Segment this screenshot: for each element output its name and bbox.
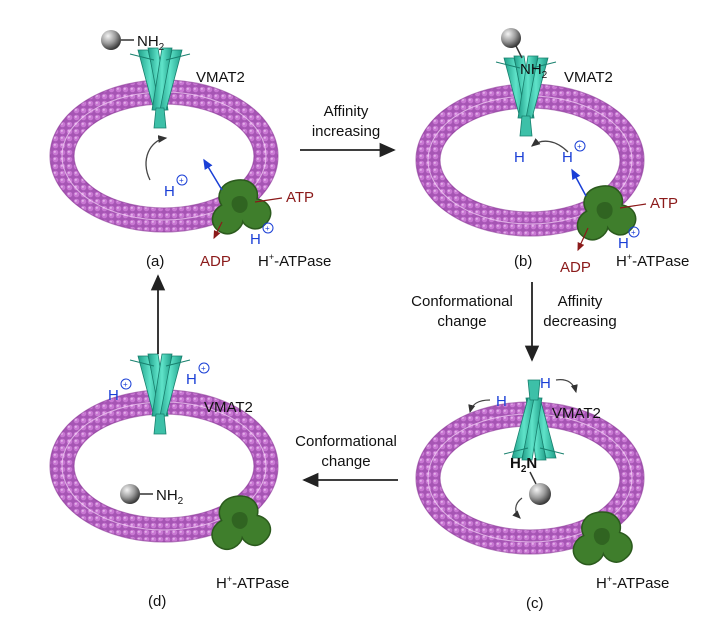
- svg-text:H: H: [618, 235, 629, 252]
- svg-text:H+-ATPase: H+-ATPase: [258, 252, 331, 270]
- arrow-c-to-d: Conformational change: [295, 433, 398, 488]
- panel-a: NH2 VMAT2 H + H + ATP ADP H+-ATPase (a): [50, 30, 331, 270]
- svg-text:ADP: ADP: [560, 259, 591, 276]
- ligand-sphere-icon-a: [101, 30, 121, 50]
- panel-label-d: (d): [148, 593, 166, 610]
- svg-text:+: +: [577, 142, 582, 151]
- svg-text:H: H: [186, 371, 197, 388]
- svg-text:change: change: [321, 453, 370, 470]
- svg-text:NH2: NH2: [137, 33, 165, 53]
- svg-text:ATP: ATP: [650, 195, 678, 212]
- panel-b: NH2 VMAT2 H H + ATP H + ADP H+-ATPase (b…: [416, 28, 689, 276]
- svg-text:H2N: H2N: [510, 455, 537, 475]
- svg-text:H: H: [108, 387, 119, 404]
- svg-text:H+-ATPase: H+-ATPase: [216, 574, 289, 592]
- vmat2-label-b: VMAT2: [564, 69, 613, 86]
- svg-text:increasing: increasing: [312, 123, 380, 140]
- vmat2-label-a: VMAT2: [196, 69, 245, 86]
- svg-text:H: H: [540, 375, 551, 392]
- svg-text:+: +: [123, 380, 128, 389]
- svg-text:decreasing: decreasing: [543, 313, 616, 330]
- vmat2-label-c: VMAT2: [552, 405, 601, 422]
- arrow-b-to-c: Conformational change Affinity decreasin…: [411, 282, 617, 362]
- svg-text:Affinity: Affinity: [558, 293, 603, 310]
- svg-text:Conformational: Conformational: [411, 293, 513, 310]
- arrow-a-to-b: Affinity increasing: [300, 103, 396, 158]
- svg-text:Affinity: Affinity: [324, 103, 369, 120]
- ligand-sphere-icon-c: [529, 483, 551, 505]
- svg-text:NH2: NH2: [156, 487, 184, 507]
- svg-text:+: +: [631, 228, 636, 237]
- svg-text:H: H: [496, 393, 507, 410]
- panel-c: H H VMAT2 H2N H+-ATPase (c): [416, 375, 669, 612]
- svg-text:change: change: [437, 313, 486, 330]
- svg-text:H: H: [164, 183, 175, 200]
- panel-d: H + H + VMAT2 NH2 H+-ATPase (d): [50, 353, 289, 610]
- ligand-sphere-icon-b: [501, 28, 521, 48]
- svg-text:ADP: ADP: [200, 253, 231, 270]
- svg-text:H: H: [250, 231, 261, 248]
- panel-label-c: (c): [526, 595, 544, 612]
- svg-text:H+-ATPase: H+-ATPase: [616, 252, 689, 270]
- svg-text:+: +: [201, 364, 206, 373]
- svg-text:H: H: [562, 149, 573, 166]
- svg-text:H+-ATPase: H+-ATPase: [596, 574, 669, 592]
- panel-label-b: (b): [514, 253, 532, 270]
- ligand-sphere-icon-d: [120, 484, 140, 504]
- svg-text:NH2: NH2: [520, 61, 548, 81]
- svg-text:+: +: [265, 224, 270, 233]
- vmat2-label-d: VMAT2: [204, 399, 253, 416]
- svg-text:Conformational: Conformational: [295, 433, 397, 450]
- svg-text:+: +: [179, 176, 184, 185]
- svg-text:H: H: [514, 149, 525, 166]
- svg-text:ATP: ATP: [286, 189, 314, 206]
- panel-label-a: (a): [146, 253, 164, 270]
